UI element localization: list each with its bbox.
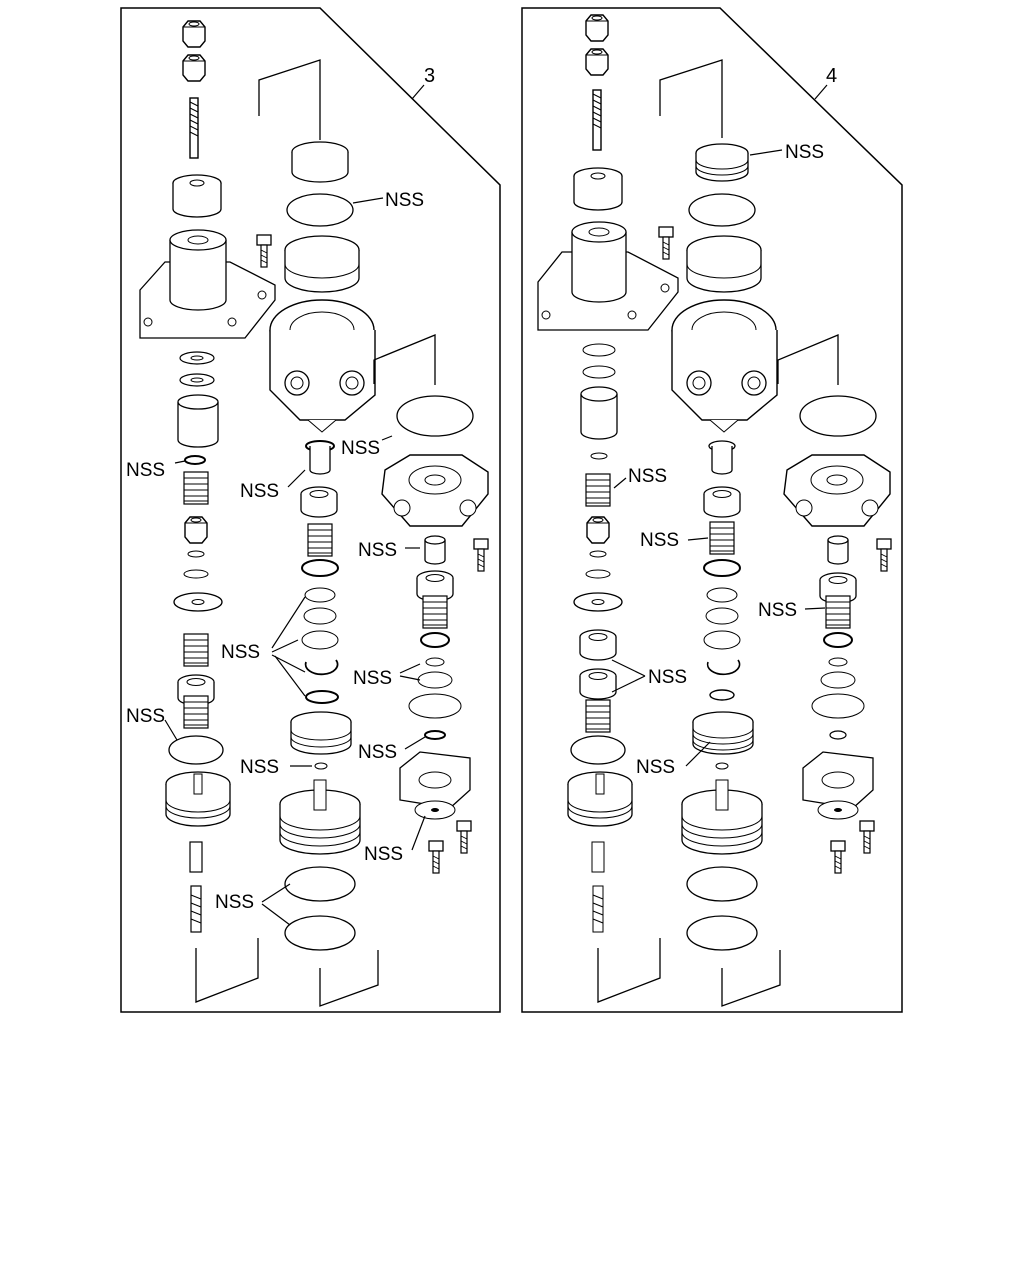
nss-callouts-left [164, 197, 426, 926]
left-column-parts [537, 14, 679, 933]
nss-label: NSS [364, 844, 403, 865]
nss-label: NSS [341, 438, 380, 459]
nss-label: NSS [240, 757, 279, 778]
nss-label: NSS [126, 706, 165, 727]
middle-column-parts [659, 59, 839, 951]
nss-label: NSS [358, 742, 397, 763]
nss-callouts-right [611, 149, 826, 767]
panel-left: 3 [120, 7, 501, 1013]
nss-label: NSS [636, 757, 675, 778]
nss-label: NSS [353, 668, 392, 689]
nss-label: NSS [785, 142, 824, 163]
nss-label: NSS [358, 540, 397, 561]
panel-right-frame [521, 7, 903, 1013]
left-column-parts [139, 20, 276, 933]
nss-label: NSS [758, 600, 797, 621]
right-column-parts [381, 395, 489, 874]
right-column-parts [783, 395, 892, 874]
nss-label: NSS [385, 190, 424, 211]
panel-left-frame [120, 7, 501, 1013]
nss-label: NSS [221, 642, 260, 663]
nss-label: NSS [126, 460, 165, 481]
middle-column-parts [258, 59, 436, 951]
panel-left-number: 3 [424, 65, 435, 87]
nss-label: NSS [648, 667, 687, 688]
nss-label: NSS [240, 481, 279, 502]
nss-label: NSS [640, 530, 679, 551]
nss-label: NSS [215, 892, 254, 913]
panel-right: 4 [521, 7, 903, 1013]
panel-right-number: 4 [826, 65, 837, 87]
nss-label: NSS [628, 466, 667, 487]
